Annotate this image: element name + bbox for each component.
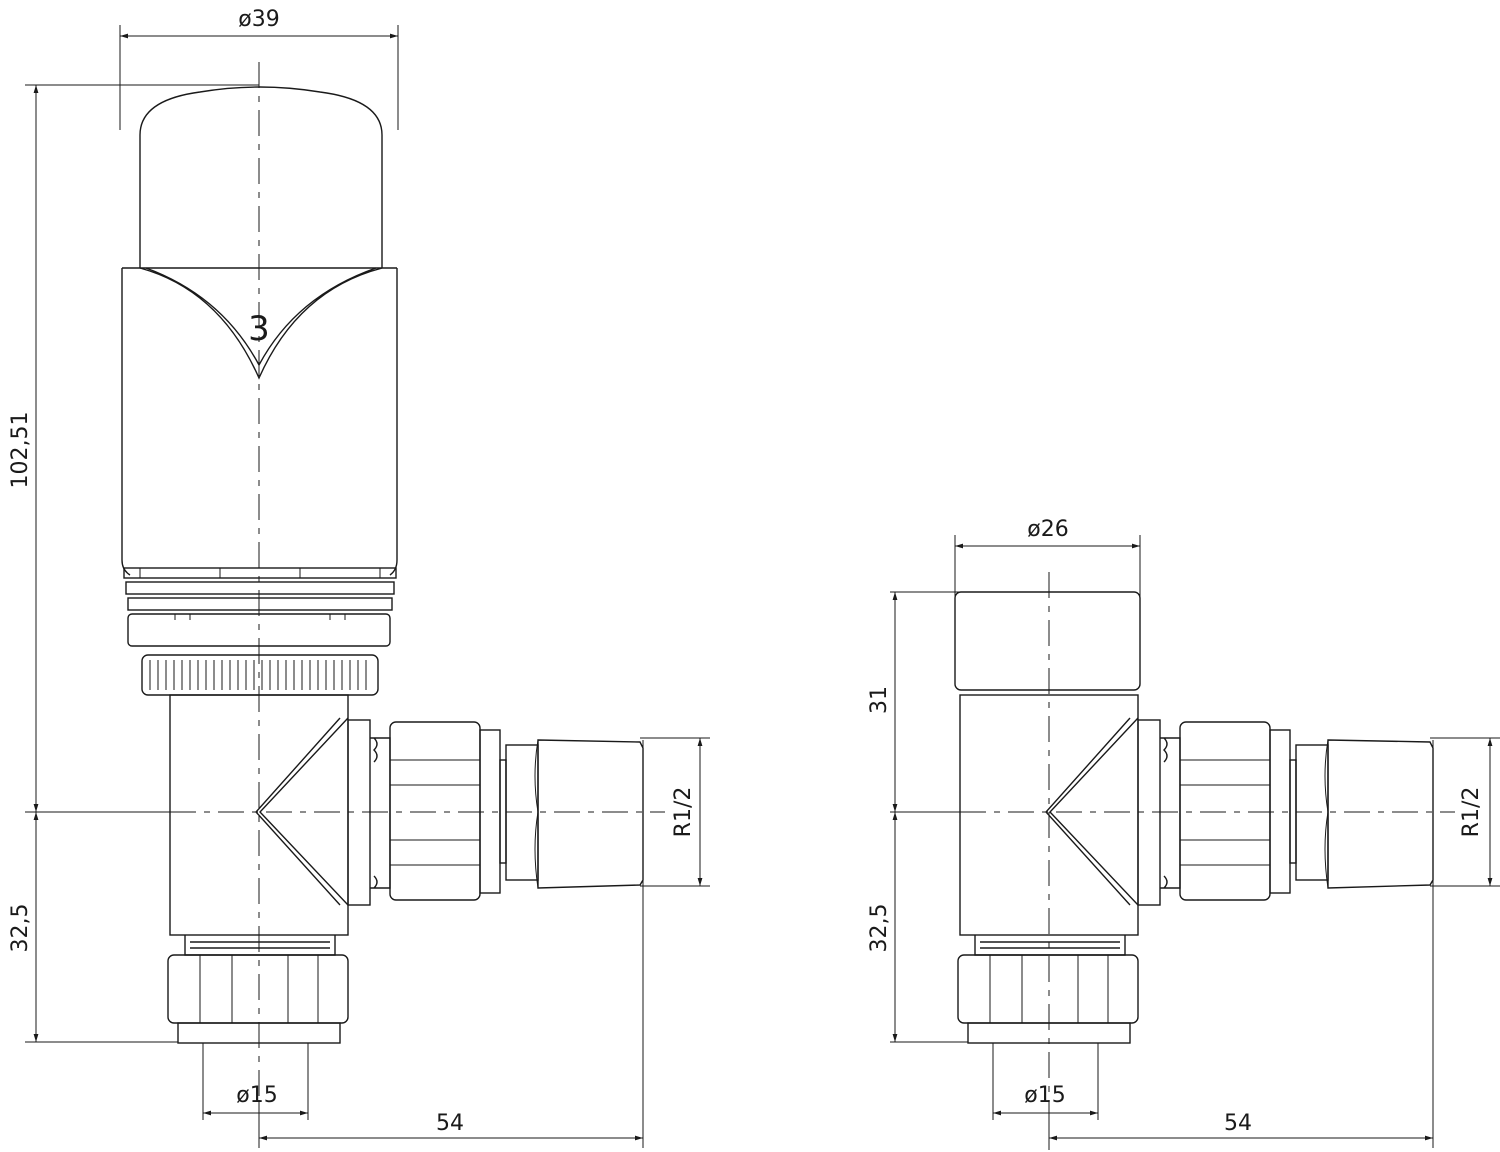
dim-height-32-5: 32,5	[8, 904, 33, 953]
setting-mark: 3	[248, 309, 270, 349]
dim-offset-54-right: 54	[1224, 1111, 1252, 1136]
right-valve-lockshield: ø26 31 32,5 ø15 54 R1/2	[867, 517, 1500, 1150]
dim-diameter-26: ø26	[1027, 517, 1068, 542]
dim-diameter-39: ø39	[238, 7, 279, 32]
dim-diameter-15: ø15	[236, 1083, 277, 1108]
dim-height-102-51: 102,51	[8, 412, 33, 489]
dim-offset-54: 54	[436, 1111, 464, 1136]
dim-height-31: 31	[867, 686, 892, 714]
dim-thread-r1-2-right: R1/2	[1459, 787, 1484, 838]
dim-height-32-5-right: 32,5	[867, 904, 892, 953]
left-valve-thermostatic: 3 ø39 102,51 32,5 ø15 54 R1/2	[8, 7, 710, 1150]
dim-thread-r1-2: R1/2	[671, 787, 696, 838]
dim-diameter-15-right: ø15	[1024, 1083, 1065, 1108]
